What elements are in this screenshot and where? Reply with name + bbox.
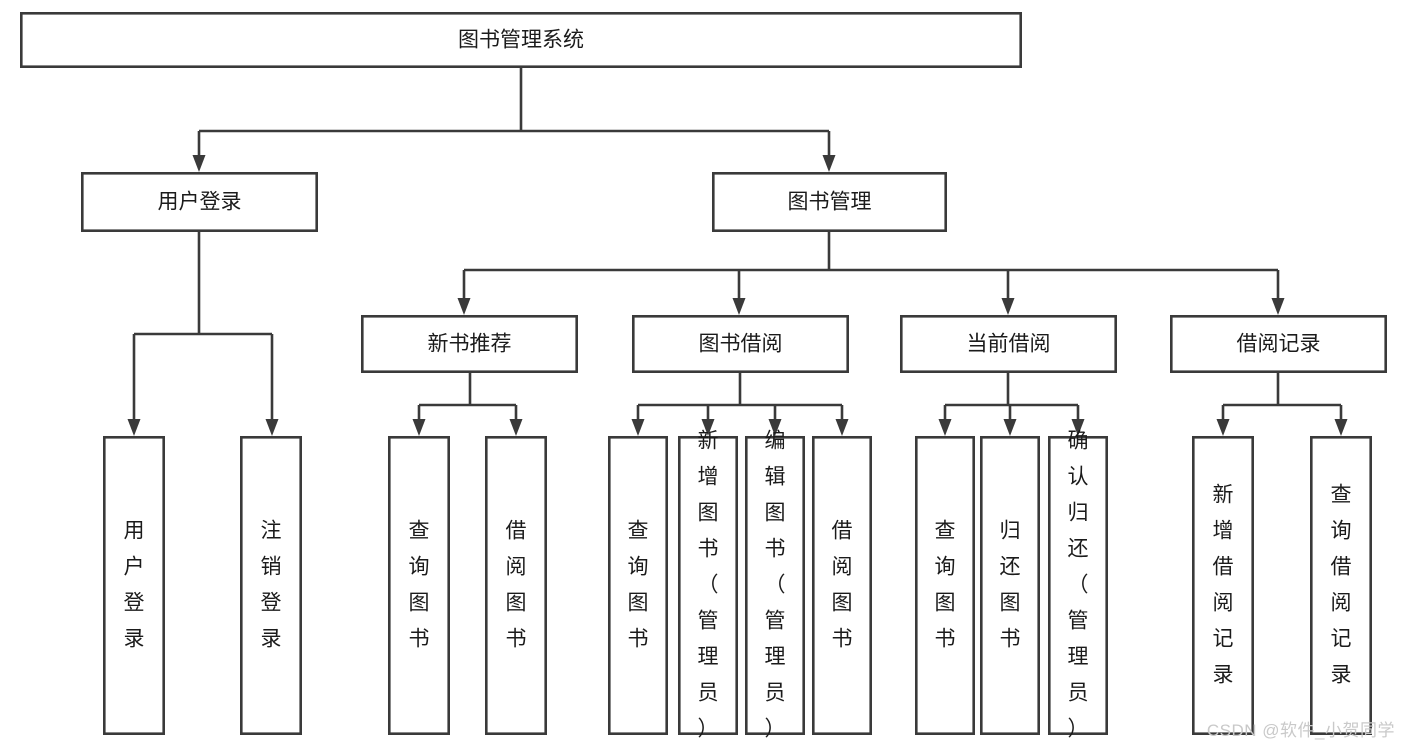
node-box	[1192, 435, 1255, 735]
node-box	[607, 435, 668, 735]
node-label: 查询图书	[628, 520, 649, 651]
arrow-head-icon	[1003, 419, 1017, 436]
node-book-manage[interactable]: 图书管理	[711, 172, 947, 233]
node-label: 图书管理	[788, 191, 872, 214]
node-leaf-confirm-return[interactable]: 确认归还（管理员）	[1048, 430, 1109, 741]
node-label: 用户登录	[158, 191, 242, 214]
node-leaf-query-book-current[interactable]: 查询图书	[914, 435, 975, 735]
node-box	[914, 435, 975, 735]
node-label: 注销登录	[261, 520, 282, 651]
node-leaf-add-book[interactable]: 新增图书（管理员）	[677, 430, 738, 741]
node-box	[387, 435, 450, 735]
node-box	[1048, 435, 1109, 735]
arrow-head-icon	[835, 419, 849, 436]
node-leaf-query-book-borrow[interactable]: 查询图书	[607, 435, 668, 735]
arrow-head-icon	[127, 419, 141, 436]
watermark-label: CSDN @软件_小贺同学	[1206, 721, 1395, 740]
connector-conn-root-split	[192, 68, 836, 172]
node-label: 查询图书	[935, 520, 956, 651]
node-label: 新增图书（管理员）	[698, 430, 719, 741]
node-box	[19, 12, 1023, 69]
node-box	[899, 314, 1117, 373]
arrow-head-icon	[822, 155, 836, 172]
node-new-book-rec[interactable]: 新书推荐	[360, 314, 578, 373]
node-box	[631, 314, 849, 373]
node-label: 确认归还（管理员）	[1068, 430, 1089, 741]
node-borrow-record[interactable]: 借阅记录	[1170, 314, 1388, 373]
node-leaf-logout[interactable]: 注销登录	[240, 435, 303, 735]
connector-conn-current-borrow-split	[938, 373, 1085, 436]
node-current-borrow[interactable]: 当前借阅	[899, 314, 1117, 373]
connector-conn-user-login-split	[127, 232, 279, 436]
node-label: 新增借阅记录	[1213, 484, 1234, 687]
node-label: 当前借阅	[967, 333, 1051, 356]
arrow-head-icon	[1001, 298, 1015, 315]
arrow-head-icon	[1271, 298, 1285, 315]
node-box	[1170, 314, 1388, 373]
node-label: 编辑图书（管理员）	[765, 430, 786, 741]
arrow-head-icon	[732, 298, 746, 315]
node-box	[1310, 435, 1373, 735]
node-box	[677, 435, 738, 735]
node-label: 借阅图书	[832, 520, 853, 651]
arrow-head-icon	[768, 419, 782, 436]
connector-conn-book-borrow-split	[631, 373, 849, 436]
arrow-head-icon	[1071, 419, 1085, 436]
node-leaf-user-login[interactable]: 用户登录	[103, 435, 166, 735]
node-box	[979, 435, 1040, 735]
arrow-head-icon	[631, 419, 645, 436]
node-leaf-return-book[interactable]: 归还图书	[979, 435, 1040, 735]
node-label: 借阅记录	[1237, 333, 1321, 356]
arrow-head-icon	[701, 419, 715, 436]
arrow-head-icon	[457, 298, 471, 315]
node-leaf-borrow-book-rec[interactable]: 借阅图书	[484, 435, 547, 735]
arrow-head-icon	[938, 419, 952, 436]
node-box	[811, 435, 872, 735]
node-box	[711, 172, 947, 233]
node-leaf-edit-book[interactable]: 编辑图书（管理员）	[744, 430, 805, 741]
node-label: 借阅图书	[506, 520, 527, 651]
node-label: 查询借阅记录	[1331, 484, 1352, 687]
node-box	[744, 435, 805, 735]
arrow-head-icon	[1334, 419, 1348, 436]
node-box	[360, 314, 578, 373]
arrow-head-icon	[509, 419, 523, 436]
arrow-head-icon	[192, 155, 206, 172]
node-label: 查询图书	[409, 520, 430, 651]
node-box	[484, 435, 547, 735]
node-label: 新书推荐	[428, 333, 512, 356]
node-label: 用户登录	[124, 520, 145, 651]
node-label: 归还图书	[1000, 520, 1021, 651]
node-user-login[interactable]: 用户登录	[81, 172, 318, 233]
node-label: 图书借阅	[699, 333, 783, 356]
node-box	[103, 435, 166, 735]
arrow-head-icon	[412, 419, 426, 436]
node-leaf-query-record[interactable]: 查询借阅记录	[1310, 435, 1373, 735]
connector-conn-book-manage-split	[457, 232, 1285, 315]
connector-layer	[127, 68, 1348, 436]
node-box	[81, 172, 318, 233]
connector-conn-borrow-record-split	[1216, 373, 1348, 436]
node-label: 图书管理系统	[458, 29, 584, 52]
node-layer: 图书管理系统用户登录图书管理新书推荐图书借阅当前借阅借阅记录用户登录注销登录查询…	[19, 12, 1388, 741]
node-leaf-borrow-book[interactable]: 借阅图书	[811, 435, 872, 735]
node-leaf-query-book-rec[interactable]: 查询图书	[387, 435, 450, 735]
node-root-system[interactable]: 图书管理系统	[19, 12, 1023, 69]
node-book-borrow[interactable]: 图书借阅	[631, 314, 849, 373]
arrow-head-icon	[265, 419, 279, 436]
node-box	[240, 435, 303, 735]
connector-conn-new-book-rec-split	[412, 373, 523, 436]
arrow-head-icon	[1216, 419, 1230, 436]
node-leaf-add-record[interactable]: 新增借阅记录	[1192, 435, 1255, 735]
